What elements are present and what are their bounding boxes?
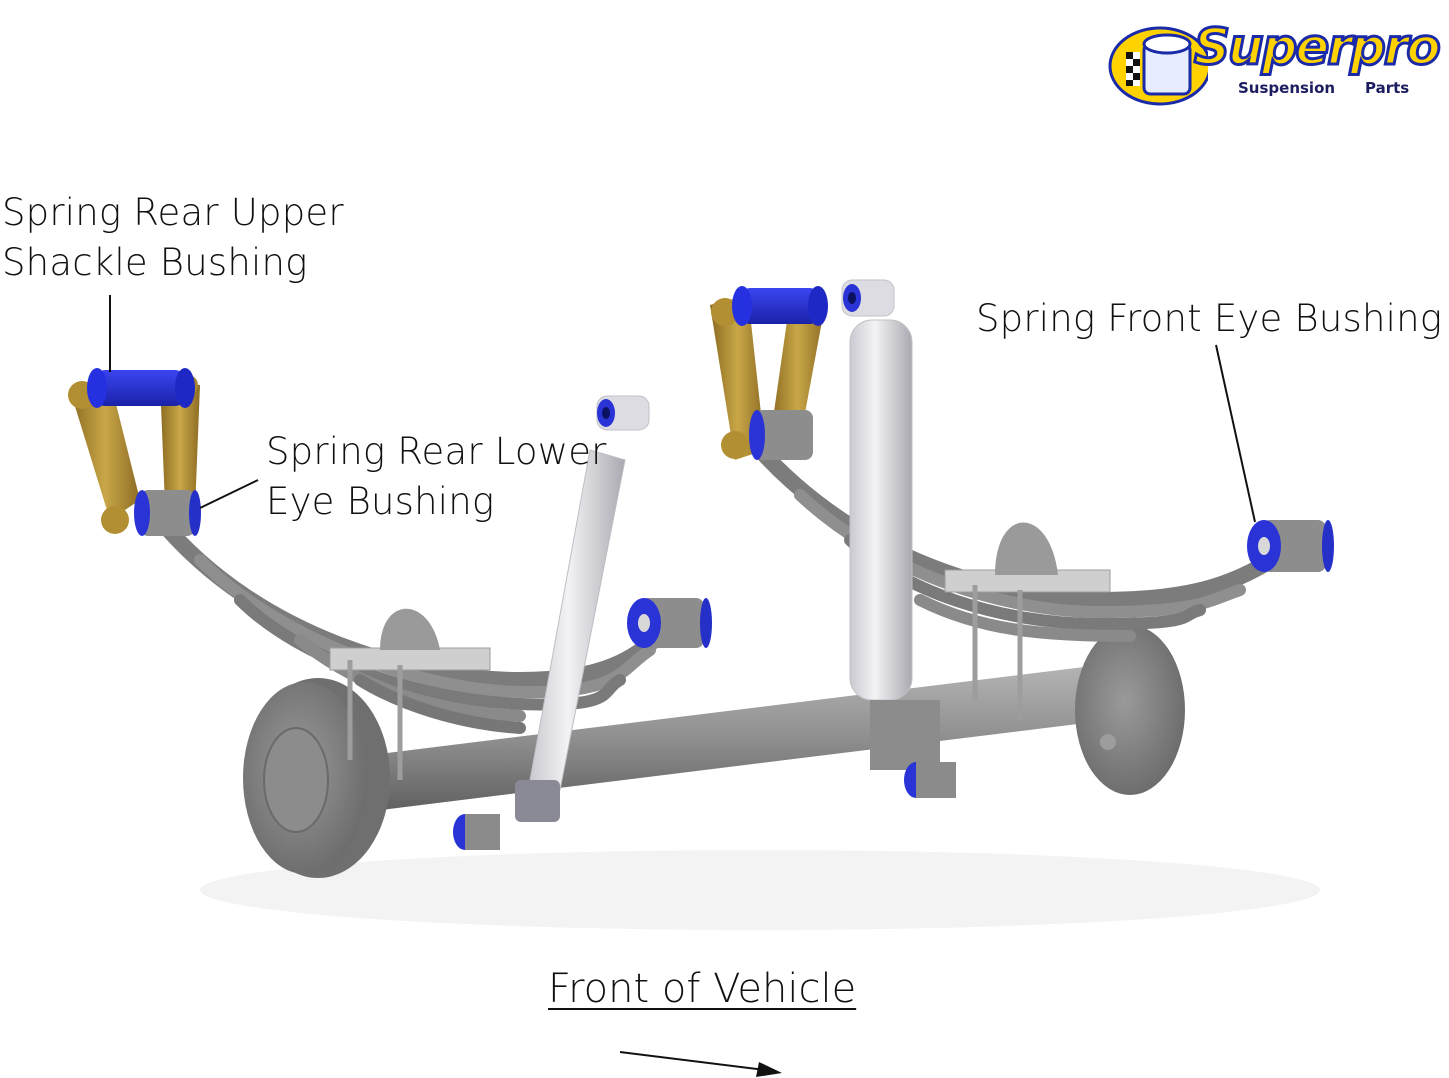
right-hub-icon [1075,625,1185,795]
label-rear-lower-eye-bushing: Spring Rear Lower Eye Bushing [266,427,607,527]
shock-lower-bushing-right [904,762,956,798]
label-line-1: Spring Rear Upper [2,191,344,234]
leader-line-front-eye [1215,344,1256,523]
right-shock-absorber [841,279,940,770]
label-rear-upper-shackle-bushing: Spring Rear Upper Shackle Bushing [2,188,344,288]
left-shock-absorber [515,395,650,822]
ground-shadow [200,850,1320,930]
label-line-2: Shackle Bushing [2,241,308,284]
rear-upper-shackle-bushing-right [732,286,828,326]
front-eye-bushing-left [627,598,712,648]
shock-lower-bushing-left [453,814,500,850]
brand-tagline-left: Suspension [1238,79,1336,97]
front-direction-arrow-icon [619,1051,782,1077]
label-line-2: Eye Bushing [266,480,495,523]
superpro-logo: Superpro Suspension Parts [1108,17,1442,108]
front-eye-bushing-right [1247,520,1334,572]
label-line-1: Spring Rear Lower [266,430,607,473]
rear-lower-eye-bushing-left [134,490,201,536]
left-hub-icon [243,678,390,878]
label-front-eye-bushing: Spring Front Eye Bushing [976,294,1442,344]
leader-line-lower-eye [199,479,259,509]
bushing-logo-icon [1108,26,1208,106]
right-spring-clamp [944,522,1111,720]
left-leaf-spring [152,512,688,734]
brand-name: Superpro [1193,17,1443,78]
front-of-vehicle-caption: Front of Vehicle [548,966,857,1012]
rear-upper-shackle-bushing-left [87,368,195,408]
rear-lower-eye-bushing-right [749,410,813,460]
brand-tagline-right: Parts [1365,79,1410,97]
left-spring-clamp [329,608,491,780]
label-line-1: Spring Front Eye Bushing [976,297,1443,340]
